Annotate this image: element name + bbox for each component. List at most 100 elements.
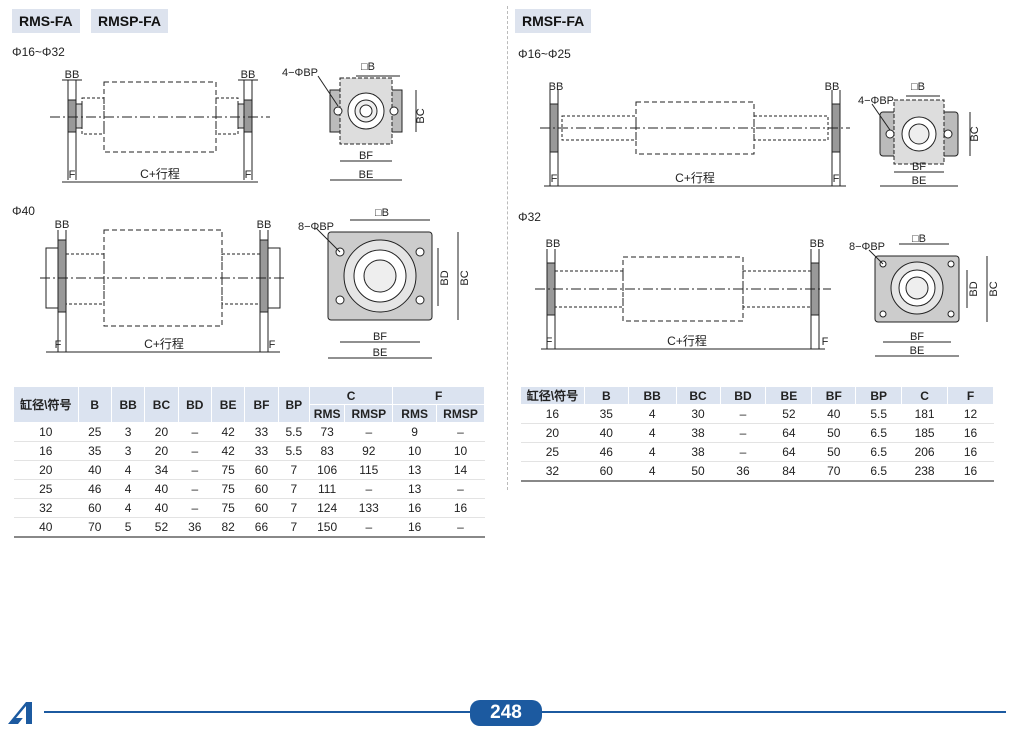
dim-f-right-large: F [269,339,276,351]
page-number: 248 [470,700,542,726]
table-cell: 16 [436,498,485,518]
table-cell: – [344,517,393,538]
table-cell: 185 [901,423,948,443]
dim-be-rmsf: BE [912,175,927,187]
side-view-large-left: BB BB F C+行程 F [40,219,286,353]
table-cell: 10 [392,441,437,461]
table-cell: 35 [584,404,629,424]
table-cell: 73 [309,422,345,442]
table-cell: 14 [436,460,485,480]
table-cell: – [720,404,766,424]
header-c-rmsf: C [901,386,949,405]
dim-bf-large: BF [373,331,387,343]
table-cell: 106 [309,460,345,480]
dim-bb-right-rmsf-large: BB [810,238,825,250]
table-cell: 115 [344,460,393,480]
table-cell: 40 [144,479,179,499]
table-cell: 60 [78,498,112,518]
table-cell: – [436,479,485,499]
dim-c-stroke-rmsf: C+行程 [675,170,715,185]
table-cell: 30 [676,404,721,424]
table-cell: 46 [78,479,112,499]
table-cell: 111 [309,479,345,499]
header-bf-rmsf: BF [811,386,857,405]
table-cell: 4 [111,498,145,518]
table-cell: – [178,479,212,499]
front-view-small-left: □B 4−ΦBP BC BF BE [282,61,427,181]
table-cell: 4 [111,460,145,480]
header-f-rmsf: F [947,386,994,405]
table-cell: 181 [901,404,948,424]
table-cell: 20 [520,423,585,443]
header-b: B [77,386,112,423]
table-cell: 238 [901,461,948,482]
header-bb: BB [110,386,146,423]
dim-bd-rmsf: BD [968,281,980,296]
table-cell: – [344,422,393,442]
dim-bb-left-rmsf: BB [549,81,564,93]
header-bc-rmsf: BC [675,386,721,405]
header-c-rms: RMS [308,404,346,423]
table-cell: 4 [111,479,145,499]
table-cell: 6.5 [855,442,902,462]
dim-bp-holes: 4−ΦBP [282,67,318,79]
header-bd: BD [177,386,212,423]
header-corner-rmsf: 缸径\符号 [520,386,585,405]
table-cell: 16 [520,404,585,424]
table-cell: 16 [392,498,437,518]
header-bf: BF [244,386,279,423]
table-cell: 4 [628,423,677,443]
header-c: C [308,386,394,405]
table-cell: 6.5 [855,461,902,482]
header-bp: BP [277,386,310,423]
table-cell: 7 [278,479,310,499]
table-cell: 38 [676,423,721,443]
dim-bc-large: BC [459,270,471,285]
table-cell: 150 [309,517,345,538]
front-view-small-right: □B 4−ΦBP BC BF BE [858,81,981,187]
table-cell: 75 [211,479,245,499]
title-rmsp-fa: RMSP-FA [91,9,168,33]
table-cell: 70 [78,517,112,538]
table-cell: 7 [278,460,310,480]
table-cell: 7 [278,498,310,518]
table-cell: 16 [947,423,994,443]
table-cell: 4 [628,404,677,424]
table-cell: 32 [13,498,79,518]
table-cell: 60 [244,460,279,480]
table-cell: – [178,441,212,461]
dim-f-left-rmsf-large: F [546,336,553,348]
header-bp-rmsf: BP [855,386,903,405]
range-label-large-right: Φ32 [518,210,541,224]
dim-be-rmsf-large: BE [910,345,925,357]
table-cell: 33 [244,422,279,442]
table-cell: 36 [720,461,766,482]
table-cell: 4 [628,442,677,462]
dim-bb-left-rmsf-large: BB [546,238,561,250]
table-cell: – [178,422,212,442]
table-cell: 32 [520,461,585,482]
dim-bp-holes-large: 8−ΦBP [298,221,334,233]
table-cell: 75 [211,498,245,518]
header-corner: 缸径\符号 [13,386,79,423]
header-be: BE [210,386,246,423]
header-be-rmsf: BE [765,386,813,405]
dim-b-square-rmsf-large: □B [912,233,926,245]
header-bb-rmsf: BB [627,386,677,405]
table-cell: 206 [901,442,948,462]
dim-bp-holes-rmsf: 4−ΦBP [858,95,894,107]
section-divider [507,6,508,490]
table-cell: 124 [309,498,345,518]
table-cell: 38 [676,442,721,462]
dim-bb-right-large: BB [257,219,272,231]
table-cell: – [720,423,766,443]
front-view-large-right: □B 8−ΦBP BD BC BF BE [849,233,1000,357]
dim-f-left: F [69,169,76,181]
table-cell: 10 [13,422,79,442]
